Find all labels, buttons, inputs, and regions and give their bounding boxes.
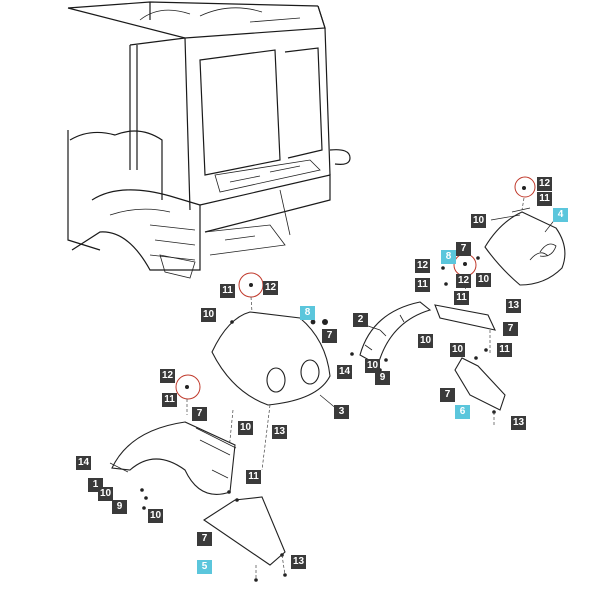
callout-c34[interactable]: 13 <box>272 425 287 439</box>
callout-c14[interactable]: 2 <box>353 313 368 327</box>
callout-c39[interactable]: 11 <box>246 470 261 484</box>
callout-c35[interactable]: 14 <box>76 456 91 470</box>
callout-c4[interactable]: 4 <box>553 208 568 222</box>
callout-c31[interactable]: 11 <box>162 393 177 407</box>
callout-c40[interactable]: 10 <box>148 509 163 523</box>
callout-c17[interactable]: 11 <box>497 343 512 357</box>
callout-c43[interactable]: 13 <box>291 555 306 569</box>
callout-c6[interactable]: 8 <box>441 250 456 264</box>
callout-c30[interactable]: 12 <box>160 369 175 383</box>
callout-c41[interactable]: 7 <box>197 532 212 546</box>
callout-c1[interactable]: 12 <box>537 177 552 191</box>
step-plate-5 <box>203 490 287 582</box>
callout-c32[interactable]: 7 <box>192 407 207 421</box>
callout-c22[interactable]: 12 <box>263 281 278 295</box>
callout-c8[interactable]: 12 <box>456 274 471 288</box>
callout-c18[interactable]: 7 <box>440 388 455 402</box>
callout-c2[interactable]: 11 <box>537 192 552 206</box>
callout-c28[interactable]: 9 <box>375 371 390 385</box>
callout-c13[interactable]: 7 <box>503 322 518 336</box>
cab-frame <box>67 1 351 279</box>
fender-part-1 <box>109 374 237 510</box>
callout-c21[interactable]: 11 <box>220 284 235 298</box>
callout-c15[interactable]: 10 <box>418 334 433 348</box>
callout-c27[interactable]: 10 <box>365 359 380 373</box>
callout-c25[interactable]: 7 <box>322 329 337 343</box>
step-plate-6 <box>454 330 506 425</box>
callout-c26[interactable]: 14 <box>337 365 352 379</box>
callout-c37[interactable]: 10 <box>98 487 113 501</box>
callout-c12[interactable]: 13 <box>506 299 521 313</box>
callout-c33[interactable]: 10 <box>238 421 253 435</box>
callout-c9[interactable]: 10 <box>476 273 491 287</box>
callout-c24[interactable]: 8 <box>300 306 315 320</box>
fender-part-4 <box>484 176 566 286</box>
callout-c3[interactable]: 10 <box>471 214 486 228</box>
fender-part-2 <box>350 301 496 372</box>
callout-c38[interactable]: 9 <box>112 500 127 514</box>
callout-c5[interactable]: 7 <box>456 242 471 256</box>
fender-part-3 <box>211 272 339 471</box>
callout-c16[interactable]: 10 <box>450 343 465 357</box>
callout-c23[interactable]: 10 <box>201 308 216 322</box>
callout-c42[interactable]: 5 <box>197 560 212 574</box>
callout-c10[interactable]: 11 <box>415 278 430 292</box>
callout-c11[interactable]: 11 <box>454 291 469 305</box>
callout-c29[interactable]: 3 <box>334 405 349 419</box>
callout-c19[interactable]: 6 <box>455 405 470 419</box>
callout-c7[interactable]: 12 <box>415 259 430 273</box>
callout-c20[interactable]: 13 <box>511 416 526 430</box>
